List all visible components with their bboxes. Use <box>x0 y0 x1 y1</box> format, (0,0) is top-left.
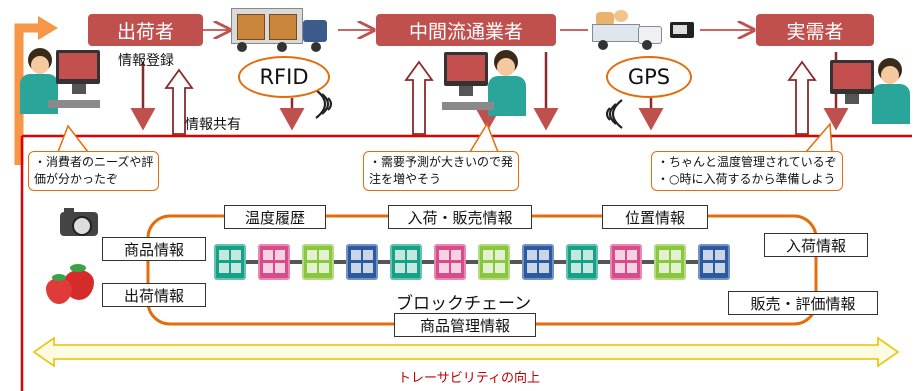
box-label: 入荷情報 <box>785 236 846 255</box>
block-icon <box>390 244 422 280</box>
callout-line: ・消費者のニーズや評 <box>34 155 154 169</box>
truck-eggs-icon <box>592 10 664 52</box>
blockchain-blocks <box>214 240 744 286</box>
gps-label: GPS <box>627 65 671 89</box>
info-registration-label: 情報登録 <box>118 53 174 69</box>
chain-link <box>554 260 566 264</box>
gps-oval: GPS <box>606 56 692 98</box>
chain-link <box>246 260 258 264</box>
block-icon <box>610 244 642 280</box>
chain-link <box>378 260 390 264</box>
block-icon <box>478 244 510 280</box>
box-label: 商品情報 <box>123 240 184 259</box>
block-icon <box>434 244 466 280</box>
box-label: 温度履歴 <box>244 208 305 227</box>
consumer-label: 実需者 <box>786 20 844 43</box>
callout-line: 価が分かったぞ <box>34 172 119 186</box>
monitor-person-icon <box>14 44 104 122</box>
up-arrow-shipper <box>164 68 194 135</box>
block-icon <box>346 244 378 280</box>
strawberry-icon <box>44 264 98 304</box>
chain-link <box>290 260 302 264</box>
truck-boxes-icon <box>231 8 335 54</box>
feedback-arrow <box>14 23 40 165</box>
temperature-history-box: 温度履歴 <box>224 205 326 229</box>
block-icon <box>258 244 290 280</box>
distributor-callout: ・需要予測が大きいので発 注を増やそう <box>363 151 520 191</box>
up-arrow-consumer <box>787 60 817 135</box>
distributor-box: 中間流通業者 <box>376 14 556 46</box>
consumer-callout: ・ちゃんと温度管理されているぞ ・○時に入荷するから準備しよう <box>651 151 843 191</box>
shipper-label: 出荷者 <box>116 20 174 43</box>
block-icon <box>566 244 598 280</box>
monitor-person-icon <box>432 44 532 122</box>
arrival-info-box: 入荷情報 <box>764 233 868 257</box>
traceability-label: トレーサビリティの向上 <box>398 371 540 386</box>
callout-line: ・ちゃんと温度管理されているぞ <box>657 155 837 169</box>
product-info-box: 商品情報 <box>102 237 206 261</box>
monitor-person-icon <box>826 54 916 132</box>
chain-link <box>598 260 610 264</box>
block-icon <box>522 244 554 280</box>
shipper-callout: ・消費者のニーズや評 価が分かったぞ <box>28 151 160 191</box>
shipping-info-box: 出荷情報 <box>102 283 206 307</box>
chain-link <box>510 260 522 264</box>
box-label: 出荷情報 <box>123 286 184 305</box>
info-sharing-label: 情報共有 <box>185 117 241 133</box>
rfid-oval: RFID <box>238 56 330 98</box>
box-label: 入荷・販売情報 <box>407 208 513 227</box>
box-label: 位置情報 <box>624 208 685 227</box>
location-info-box: 位置情報 <box>602 205 708 229</box>
chain-link <box>466 260 478 264</box>
traceability-arrow <box>32 336 900 368</box>
box-label: 販売・評価情報 <box>750 294 856 313</box>
chain-link <box>686 260 698 264</box>
arrival-sales-info-box: 入荷・販売情報 <box>388 205 532 229</box>
sales-evaluation-info-box: 販売・評価情報 <box>728 291 878 315</box>
signal-waves-icon <box>315 89 333 119</box>
block-icon <box>698 244 730 280</box>
callout-line: ・需要予測が大きいので発 <box>369 155 514 169</box>
blockchain-label: ブロックチェーン <box>396 294 532 314</box>
block-icon <box>654 244 686 280</box>
consumer-box: 実需者 <box>756 14 874 46</box>
rfid-label: RFID <box>259 65 309 89</box>
gps-device-icon <box>670 22 694 38</box>
chain-link <box>422 260 434 264</box>
callout-line: 注を増やそう <box>369 172 442 186</box>
camera-icon <box>60 206 100 236</box>
chain-link <box>642 260 654 264</box>
box-label: 商品管理情報 <box>419 316 510 335</box>
product-management-info-box: 商品管理情報 <box>394 313 536 337</box>
chain-link <box>334 260 346 264</box>
signal-waves-icon <box>605 99 623 129</box>
shipper-box: 出荷者 <box>88 14 203 46</box>
block-icon <box>302 244 334 280</box>
distributor-label: 中間流通業者 <box>408 20 523 43</box>
up-arrow-distributor <box>404 60 434 135</box>
callout-line: ・○時に入荷するから準備しよう <box>657 172 836 186</box>
block-icon <box>214 244 246 280</box>
